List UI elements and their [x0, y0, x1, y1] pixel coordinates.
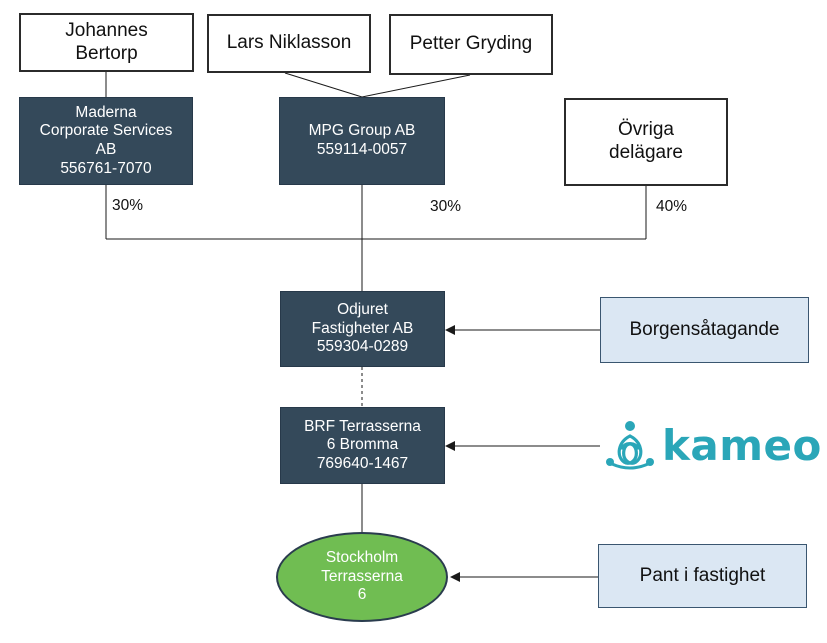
property-line-2: Terrasserna: [321, 567, 403, 585]
company-maderna-orgnr: 556761-7070: [60, 159, 152, 177]
company-mpg-name: MPG Group AB: [308, 122, 416, 140]
mortgage-label: Pant i fastighet: [639, 564, 766, 586]
company-mpg-box: MPG Group AB 559114-0057: [279, 97, 445, 185]
company-odjuret-orgnr: 559304-0289: [316, 338, 409, 356]
owner-petter-label: Petter Gryding: [409, 33, 533, 55]
other-owners-line-2: delägare: [609, 142, 683, 163]
owner-petter-box: Petter Gryding: [389, 14, 553, 75]
owner-johannes-line-2: Bertorp: [75, 42, 138, 64]
company-odjuret-box: Odjuret Fastigheter AB 559304-0289: [280, 291, 445, 367]
company-maderna-box: Maderna Corporate Services AB 556761-707…: [19, 97, 193, 185]
property-line-3: 6: [357, 586, 367, 604]
company-maderna-line-2: Corporate Services: [39, 122, 173, 140]
owner-johannes-box: Johannes Bertorp: [19, 13, 194, 72]
property-ellipse: Stockholm Terrasserna 6: [276, 532, 448, 622]
other-owners-box: Övriga delägare: [564, 98, 728, 186]
kameo-logo-text: kameo: [662, 420, 822, 470]
share-maderna-label: 30%: [112, 197, 144, 214]
company-brf-box: BRF Terrasserna 6 Bromma 769640-1467: [280, 407, 445, 484]
company-brf-line-1: BRF Terrasserna: [304, 417, 421, 435]
owner-johannes-line-1: Johannes: [65, 19, 148, 41]
company-brf-line-2: 6 Bromma: [326, 436, 399, 454]
kameo-logo-icon: [606, 421, 654, 470]
other-owners-line-1: Övriga: [618, 119, 674, 141]
share-mpg-label: 30%: [430, 198, 462, 215]
company-brf-orgnr: 769640-1467: [316, 454, 409, 472]
property-line-1: Stockholm: [325, 549, 399, 567]
kameo-logo: kameo: [604, 420, 822, 470]
petter-to-mpg-line: [361, 74, 471, 98]
company-maderna-line-1: Maderna: [75, 103, 137, 121]
share-ovriga-label: 40%: [656, 198, 688, 215]
mortgage-box: Pant i fastighet: [598, 544, 807, 608]
owner-lars-box: Lars Niklasson: [207, 14, 371, 73]
company-odjuret-line-2: Fastigheter AB: [311, 319, 414, 337]
company-maderna-line-3: AB: [95, 141, 117, 158]
company-mpg-orgnr: 559114-0057: [316, 141, 408, 158]
company-odjuret-line-1: Odjuret: [337, 301, 388, 319]
lars-to-mpg-line: [284, 72, 363, 98]
guarantee-label: Borgensåtagande: [629, 318, 780, 340]
owner-lars-label: Lars Niklasson: [226, 32, 352, 54]
guarantee-box: Borgensåtagande: [600, 297, 809, 363]
